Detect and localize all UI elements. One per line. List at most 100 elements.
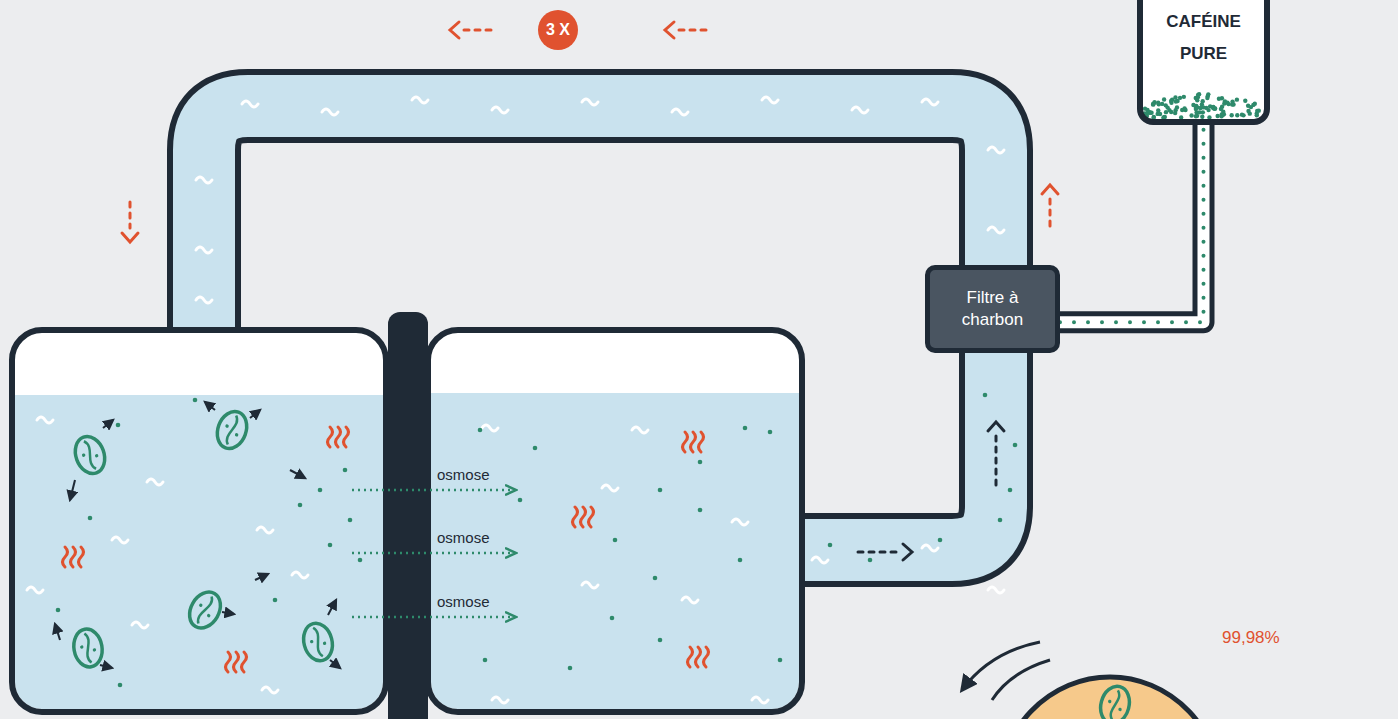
osmosis-flow xyxy=(352,552,515,555)
node-text: Filtre à charbon xyxy=(945,287,1040,331)
node-text: 3 X xyxy=(546,21,570,39)
caffeine-pile xyxy=(1230,99,1234,103)
osmosis-flow xyxy=(352,489,515,492)
caffeine-pile xyxy=(1194,107,1198,111)
caffeine-pile xyxy=(1173,108,1177,112)
pipe-connector xyxy=(1060,125,1204,322)
water-wave xyxy=(762,97,778,103)
jar-fill xyxy=(1140,0,1267,122)
water-wave xyxy=(672,109,688,115)
motion-arrow xyxy=(290,470,305,478)
caffeine-dot xyxy=(273,598,278,603)
water-wave xyxy=(412,97,428,103)
motion-arrow xyxy=(222,612,234,614)
node-text: CAFÉINE PURE xyxy=(1154,6,1254,71)
caffeine-dot xyxy=(298,503,303,508)
flow-arrow xyxy=(450,22,492,38)
flow-arrow xyxy=(665,22,707,38)
caffeine-dot xyxy=(768,430,773,435)
caffeine-dot xyxy=(88,516,93,521)
caffeine-pile xyxy=(1164,103,1168,107)
caffeine-pile xyxy=(1164,110,1168,114)
heat-symbol xyxy=(589,507,594,527)
caffeine-dot xyxy=(938,538,943,543)
process-label: osmose xyxy=(437,529,490,546)
caffeine-pile xyxy=(1217,97,1221,101)
caffeine-dot xyxy=(116,423,121,428)
motion-arrow xyxy=(250,410,260,418)
heat-symbol xyxy=(704,647,709,667)
caffeine-jar: CAFÉINE PURE xyxy=(1137,0,1270,125)
caffeine-dot xyxy=(483,658,488,663)
caffeine-pile xyxy=(1174,99,1178,103)
motion-arrow xyxy=(55,624,60,640)
motion-arrow xyxy=(205,402,215,410)
caffeine-dot xyxy=(358,558,363,563)
caffeine-pile xyxy=(1195,98,1199,102)
heat-symbol xyxy=(71,547,76,567)
repeat-badge: 3 X xyxy=(538,10,578,50)
water-wave xyxy=(852,107,868,113)
caffeine-pile xyxy=(1207,115,1211,119)
water-wave xyxy=(602,485,618,491)
caffeine-dot xyxy=(568,666,573,671)
water-wave xyxy=(922,545,938,551)
water-wave xyxy=(482,425,498,431)
water-wave xyxy=(257,527,273,533)
caffeine-pile xyxy=(1219,107,1223,111)
caffeine-dot xyxy=(118,683,123,688)
heat-symbol xyxy=(344,427,349,447)
caffeine-pile xyxy=(1240,112,1244,116)
water-wave xyxy=(37,417,53,423)
rotation-arrow xyxy=(962,642,1040,690)
tank-outline xyxy=(12,330,386,712)
caffeine-pile xyxy=(1194,114,1198,118)
caffeine-pile xyxy=(1235,113,1239,117)
motion-arrow xyxy=(330,660,340,668)
heat-symbol xyxy=(581,507,586,527)
caffeine-dot xyxy=(998,518,1003,523)
caffeine-pile xyxy=(1201,105,1205,109)
motion-arrow xyxy=(328,600,336,615)
caffeine-dot xyxy=(778,658,783,663)
caffeine-dot xyxy=(478,428,483,433)
caffeine-pile xyxy=(1226,102,1230,106)
caffeine-dot xyxy=(1008,488,1013,493)
filter-box: Filtre à charbon xyxy=(925,265,1060,353)
caffeine-pile xyxy=(1246,104,1250,108)
caffeine-pile xyxy=(1169,101,1173,105)
membrane xyxy=(388,312,428,719)
motion-arrow xyxy=(100,665,112,668)
caffeine-pile xyxy=(1182,106,1186,110)
motion-arrow xyxy=(255,574,268,580)
water-wave xyxy=(262,687,278,693)
caffeine-dot xyxy=(533,446,538,451)
coffee-bean xyxy=(212,407,251,452)
percentage-label: 99,98% xyxy=(1222,628,1280,648)
osmosis-flow xyxy=(352,616,515,619)
caffeine-pile xyxy=(1235,97,1239,101)
water-wave xyxy=(732,519,748,525)
caffeine-pile xyxy=(1200,115,1204,119)
caffeine-dot xyxy=(868,558,873,563)
caffeine-dot xyxy=(328,543,333,548)
caffeine-pile xyxy=(1162,97,1166,101)
caffeine-dot xyxy=(610,616,615,621)
process-label: osmose xyxy=(437,593,490,610)
caffeine-pile xyxy=(1222,112,1226,116)
caffeine-pile xyxy=(1152,115,1156,119)
drum xyxy=(998,677,1222,719)
water-wave xyxy=(492,697,508,703)
caffeine-pile xyxy=(1173,95,1177,99)
tank-water xyxy=(15,395,383,709)
heat-symbol xyxy=(688,647,693,667)
caffeine-pile xyxy=(1213,106,1217,110)
caffeine-pile xyxy=(1146,110,1150,114)
caffeine-pile xyxy=(1243,99,1247,103)
heat-symbol xyxy=(328,427,333,447)
coffee-bean xyxy=(1097,683,1134,719)
caffeine-dot xyxy=(658,638,663,643)
caffeine-dot xyxy=(743,426,748,431)
